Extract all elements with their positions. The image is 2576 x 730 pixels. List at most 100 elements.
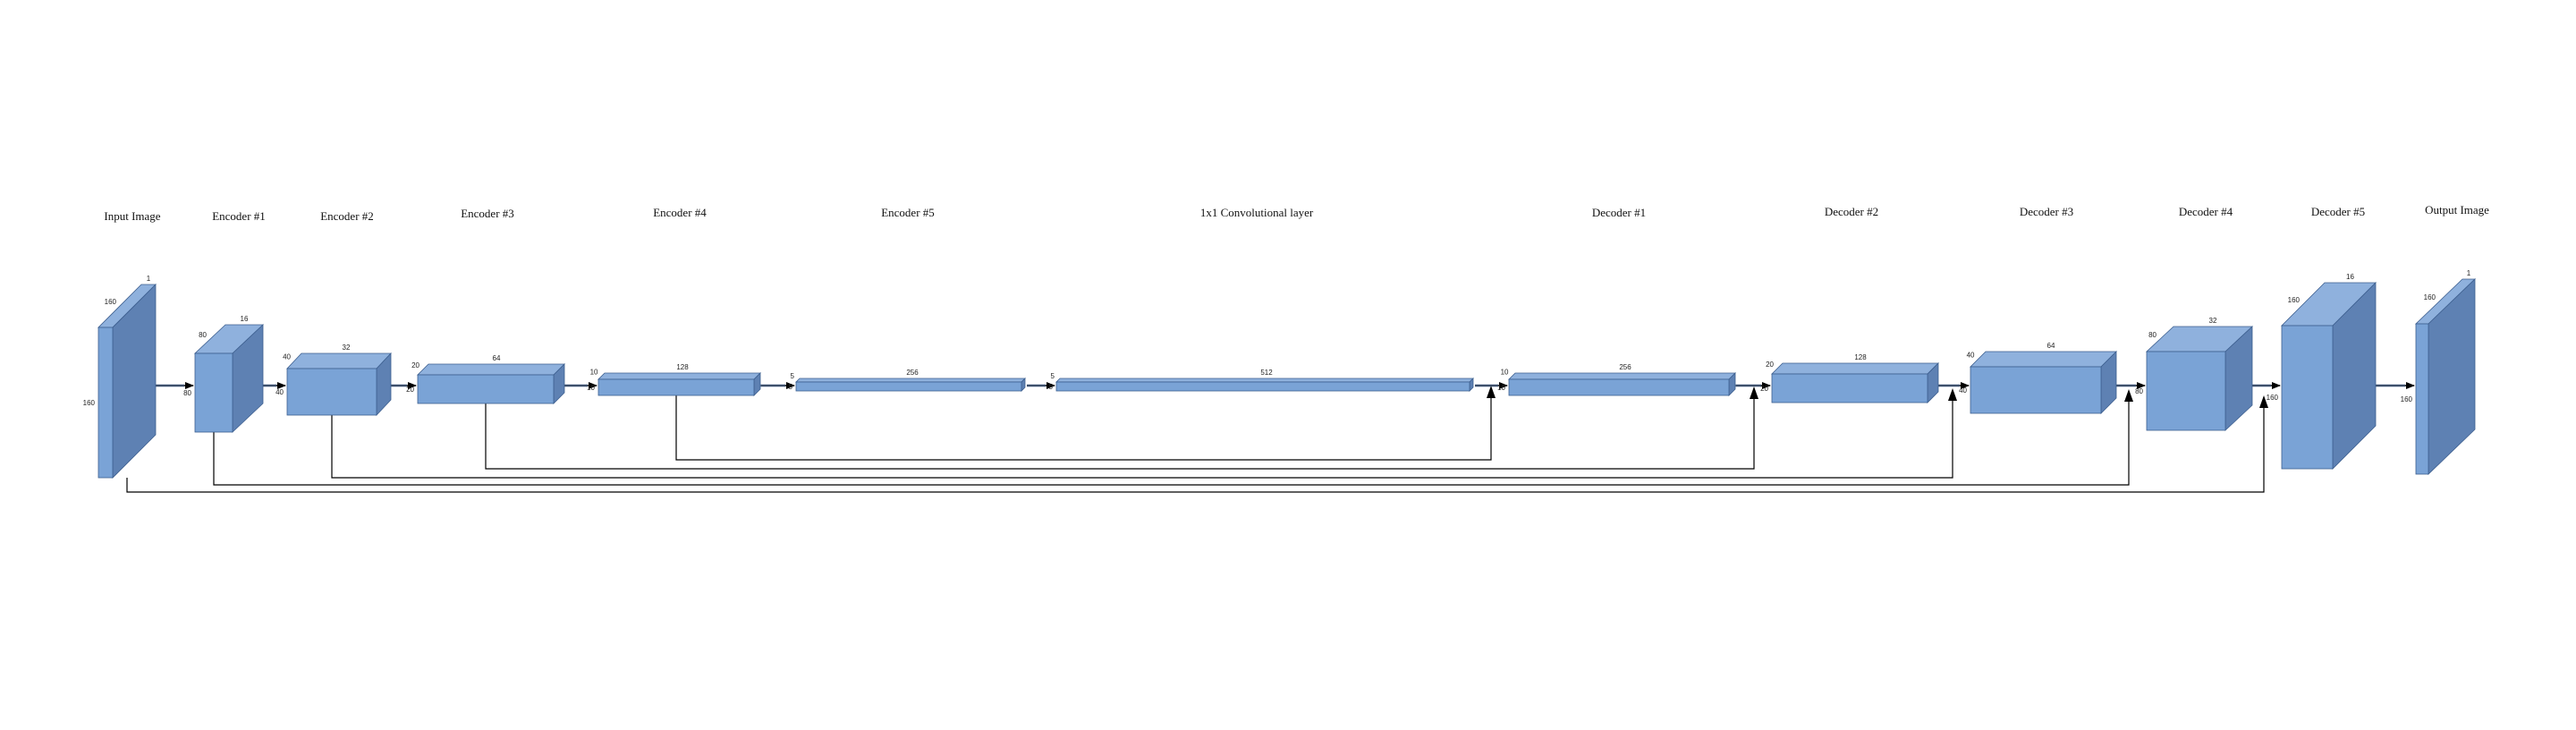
skip-line [213,395,2130,486]
block-front-face [1771,373,1928,403]
block-height-label: 160 [2401,395,2413,403]
block-top-face [417,363,565,376]
block-height-label: 40 [1959,386,1967,395]
block-height-label: 160 [83,399,96,407]
block-front-face [286,368,377,416]
block-width-label: 40 [283,353,291,361]
block-enc5: Encoder #5 5 5 256 [789,206,1026,392]
block-front-face [2415,323,2429,475]
skip-line [126,401,2265,493]
block-front-face [417,374,555,404]
block-depth-label: 16 [241,315,249,323]
block-front-face [194,352,233,433]
block-width-label: 20 [411,361,419,369]
skip-arrow-head [2124,389,2133,402]
block-depth-label: 1 [147,275,151,283]
block-front-face [1970,366,2102,414]
block-height-label: 40 [275,388,284,396]
block-title: Decoder #3 [2020,205,2073,218]
block-depth-label: 256 [906,369,919,377]
block-width-label: 160 [2288,296,2301,304]
block-height-label: 160 [2267,394,2279,402]
skip-arrow-head [1487,386,1496,398]
block-height-label: 10 [1497,384,1505,392]
block-dec4: Decoder #4 80 80 32 [2135,205,2254,431]
block-height-label: 80 [2135,387,2143,395]
block-front-face [97,327,114,479]
block-depth-label: 128 [1854,353,1867,361]
block-dec3: Decoder #3 40 40 64 [1959,205,2117,414]
skip-arrow-head [1948,388,1957,401]
block-title: Encoder #4 [653,206,707,219]
block-output: Output Image 160 160 1 [2401,203,2489,475]
block-conv1: 1x1 Convolutional layer 5 5 512 [1049,206,1474,392]
block-front-face [597,378,755,396]
block-depth-label: 16 [2346,273,2354,281]
block-front-face [2146,351,2226,431]
block-top-face [286,352,392,369]
block-title: Encoder #5 [881,206,935,219]
block-front-face [1055,381,1470,392]
block-top-face [597,372,761,380]
block-title: Decoder #4 [2179,205,2233,218]
block-dec1: Decoder #1 10 10 256 [1497,206,1736,396]
skip-arrow-head [2259,395,2268,408]
block-title: Input Image [104,209,160,223]
block-width-label: 80 [199,331,207,339]
block-top-face [795,378,1026,383]
block-width-label: 10 [1501,369,1509,377]
block-top-face [1970,351,2117,368]
block-front-face [795,381,1022,392]
block-height-label: 80 [183,389,191,397]
block-title: Decoder #5 [2311,205,2365,218]
block-depth-label: 512 [1260,369,1273,377]
block-title: Decoder #2 [1825,205,1878,218]
block-input: Input Image 160 160 1 [83,209,161,479]
block-width-label: 160 [2424,293,2436,301]
block-dec5: Decoder #5 160 160 16 [2267,205,2377,470]
block-depth-label: 64 [2047,342,2055,350]
block-depth-label: 128 [676,363,689,371]
block-enc1: Encoder #1 80 80 16 [183,209,266,433]
block-width-label: 160 [105,298,117,306]
block-depth-label: 256 [1619,363,1631,371]
block-height-label: 5 [1049,383,1054,391]
block-depth-label: 64 [493,354,501,362]
block-width-label: 5 [1051,372,1055,380]
block-width-label: 80 [2148,331,2157,339]
skip-line [331,394,1953,479]
block-width-label: 5 [791,372,795,380]
skip-connection [485,386,1758,470]
block-height-label: 5 [789,383,793,391]
block-enc2: Encoder #2 40 40 32 [275,209,392,417]
block-depth-label: 32 [2209,317,2217,325]
block-dec2: Decoder #2 20 20 128 [1760,205,1939,403]
block-title: Output Image [2425,203,2489,216]
block-depth-label: 32 [343,344,351,352]
block-title: Encoder #2 [320,209,374,223]
block-width-label: 20 [1766,361,1774,369]
skip-connection [213,389,2133,486]
block-enc4: Encoder #4 10 10 128 [587,206,761,396]
skip-connection [126,395,2268,493]
skip-line [485,392,1755,470]
block-title: Decoder #1 [1592,206,1646,219]
skip-arrow-head [1750,386,1758,399]
block-height-label: 20 [1760,385,1768,393]
skip-connection [675,386,1496,461]
block-width-label: 10 [590,369,598,377]
block-title: 1x1 Convolutional layer [1200,206,1314,219]
block-top-face [1771,362,1939,375]
block-top-face [1508,372,1736,380]
block-title: Encoder #1 [212,209,266,223]
block-width-label: 40 [1967,352,1975,360]
block-top-face [1055,378,1474,383]
block-front-face [1508,378,1730,396]
skip-line [675,391,1492,461]
block-depth-label: 1 [2467,269,2471,277]
block-front-face [2281,325,2334,470]
skip-connection [331,388,1957,479]
block-height-label: 10 [587,384,595,392]
